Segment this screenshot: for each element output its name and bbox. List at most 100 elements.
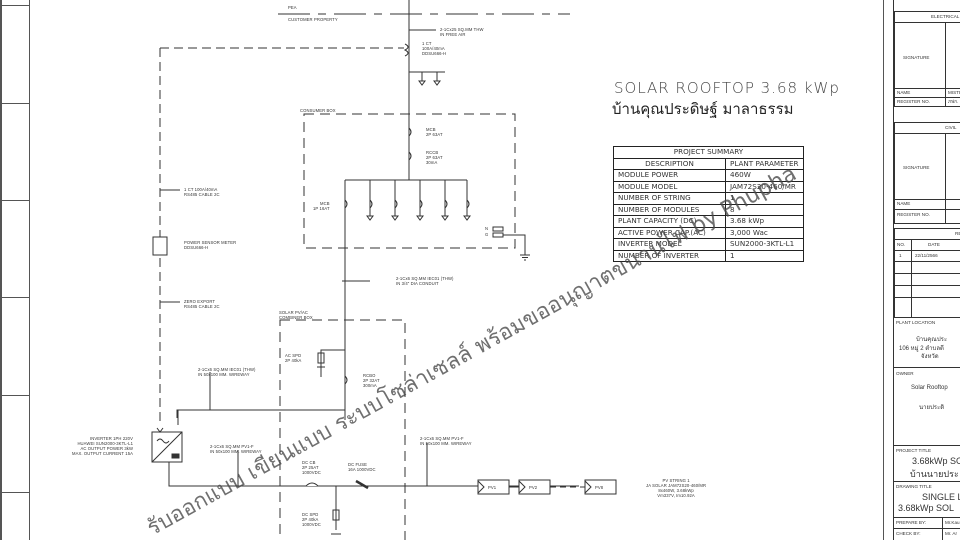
name-label: NAME xyxy=(897,201,911,206)
dc-spd-label: DC SPD 2P 40kA 1000VDC xyxy=(302,512,321,527)
neutral-bar-label: N xyxy=(485,226,489,231)
ground-bar-label: G xyxy=(485,232,489,237)
project-title-line2: บ้านนายประ xyxy=(910,469,959,479)
row-value: JAM72S20-460/MR xyxy=(725,180,804,193)
row-value: SUN2000-3KTL-L1 xyxy=(725,238,804,251)
name-value: MISTER xyxy=(948,90,960,95)
rev-no-header: NO. xyxy=(897,242,906,247)
row-desc: NUMBER OF INVERTER xyxy=(613,249,726,262)
pv-module-1: PV1 xyxy=(488,485,497,490)
project-summary-table: PROJECT SUMMARY DESCRIPTION PLANT PARAME… xyxy=(613,146,804,262)
table-row: PLANT CAPACITY (DC)3.68 kWp xyxy=(613,215,804,228)
pv-module-2: PV2 xyxy=(529,485,538,490)
ac-feeder-label: 2-1Cx6 SQ.MM IEC01 (THW) IN 3/4" DIA CON… xyxy=(396,276,454,286)
pv-module-8: PV8 xyxy=(595,485,604,490)
rcbo-label: RCBO 2P 32AT 300mA xyxy=(363,373,380,388)
mcb-branch-label: MCB 1P 16AT xyxy=(313,201,330,211)
name-label: NAME xyxy=(897,90,911,95)
project-title-line1: 3.68kWp SO xyxy=(912,456,960,466)
frame-tick xyxy=(2,5,29,6)
signature-label: SIGNATURE xyxy=(903,55,930,60)
inverter-dc-cable-label: 2-1Cx6 SQ.MM PV1-F IN 50x100 MM. WIREWAY xyxy=(210,444,262,454)
title-block-outer-border xyxy=(883,0,884,540)
row-desc: MODULE POWER xyxy=(613,169,726,182)
inverter-info-label: INVERTER 1PH 220V HUAWEI SUN2000-3KTL-L1… xyxy=(72,436,134,456)
project-title-label: PROJECT TITLE xyxy=(896,448,932,453)
civil-signature-box: CIVIL SIGNATURE NAME REGISTER NO. xyxy=(894,122,960,224)
row-value: 8 xyxy=(725,203,804,216)
summary-title: PROJECT SUMMARY xyxy=(613,146,804,159)
summary-header-parameter: PLANT PARAMETER xyxy=(725,157,804,170)
mcb-main-label: MCB 2P 63AT xyxy=(426,127,443,137)
owner-line2: นายประดิ xyxy=(919,405,945,411)
project-title-en: SOLAR ROOFTOP 3.68 kWp xyxy=(614,79,840,97)
electrical-header: ELECTRICAL xyxy=(931,14,960,19)
rev-no-value: 1 xyxy=(899,253,902,258)
row-value: 3.68 kWp xyxy=(725,215,804,228)
dc-cb-label: DC CB 2P 25AT 1000VDC xyxy=(302,460,321,475)
inverter-ac-cable-label: 2-1Cx6 SQ.MM IEC01 (THW) IN 50x100 MM. W… xyxy=(198,367,256,377)
project-title-th: บ้านคุณประดิษฐ์ มาลาธรรม xyxy=(612,100,794,118)
combiner-box-label: SOLAR PV/AC COMBINER BOX xyxy=(279,310,313,320)
rev-date-header: DATE xyxy=(928,242,940,247)
consumer-box-label: CONSUMER BOX xyxy=(300,108,336,113)
pv-string-label: PV STRING 1 JA SOLAR JAM72S20-460/MR 8x4… xyxy=(646,478,707,498)
check-by-value: Mr. Ar xyxy=(945,531,957,536)
prepare-by-label: PREPARE BY: xyxy=(896,520,927,525)
pv-cable-label: 2-1Cx6 SQ.MM PV1-F IN 50x100 MM. WIREWAY xyxy=(420,436,472,446)
row-desc: PLANT CAPACITY (DC) xyxy=(613,215,726,228)
table-row: ACTIVE POWER CAP.(AC)3,000 Wac xyxy=(613,226,804,239)
revision-table: REVISION NO. DATE 1 22/11/2566 xyxy=(894,228,960,318)
service-cable-label: 2-1Cx25 SQ.MM THW IN FREE AIR xyxy=(440,27,484,37)
row-desc: NUMBER OF MODULES xyxy=(613,203,726,216)
dc-fuse-label: DC FUSE 16A 1000VDC xyxy=(348,462,376,472)
check-by-label: CHECK BY: xyxy=(896,531,921,536)
frame-tick xyxy=(2,200,29,201)
customer-property-label: CUSTOMER PROPERTY xyxy=(288,17,338,22)
ct-main-label: 1 CT 100A/40mA DDSU666-H xyxy=(422,41,447,56)
plant-location-line3: จังหวัด xyxy=(921,354,939,360)
summary-header-description: DESCRIPTION xyxy=(613,157,726,170)
rccb-label: RCCB 2P 63AT 30mA xyxy=(426,150,443,165)
row-value: 1 xyxy=(725,249,804,262)
plant-location-line2: 106 หมู่ 2 ตำบลดี xyxy=(899,346,944,352)
electrical-signature-box: ELECTRICAL SIGNATURE NAME MISTER REGISTE… xyxy=(894,11,960,107)
row-value: 1 xyxy=(725,192,804,205)
signature-label: SIGNATURE xyxy=(903,165,930,170)
pea-label: PEA xyxy=(288,5,297,10)
ct-rs485-label: 1 CT 100A/40mA RS485 CABLE 2C xyxy=(184,187,220,197)
frame-tick xyxy=(2,395,29,396)
revision-header: REVISION xyxy=(955,231,960,236)
owner-line1: Solar Rooftop xyxy=(911,385,948,391)
zero-export-label: ZERO EXPORT RS485 CABLE 2C xyxy=(184,299,220,309)
row-value: 3,000 Wac xyxy=(725,226,804,239)
plant-location-line1: บ้านคุณประ xyxy=(916,337,948,343)
drawing-frame-left xyxy=(0,0,30,540)
frame-tick xyxy=(2,492,29,493)
owner-label: OWNER xyxy=(896,371,914,376)
power-meter-label: POWER SENSOR METER DDSU666-H xyxy=(184,240,237,250)
title-block: ELECTRICAL SIGNATURE NAME MISTER REGISTE… xyxy=(893,0,960,540)
civil-header: CIVIL xyxy=(945,125,957,130)
row-desc: MODULE MODEL xyxy=(613,180,726,193)
drawing-title-line1: SINGLE LI xyxy=(922,492,960,502)
row-desc: NUMBER OF STRING xyxy=(613,192,726,205)
register-no-value: ภฟก. xyxy=(948,99,959,104)
row-value: 460W xyxy=(725,169,804,182)
rev-date-value: 22/11/2566 xyxy=(915,253,938,258)
frame-tick xyxy=(2,297,29,298)
register-no-label: REGISTER NO. xyxy=(897,212,930,217)
frame-tick xyxy=(2,103,29,104)
register-no-label: REGISTER NO. xyxy=(897,99,930,104)
plant-location-label: PLANT LOCATION xyxy=(896,320,936,325)
drawing-title-line2: 3.68kWp SOL xyxy=(898,503,955,513)
row-desc: INVERTER MODEL xyxy=(613,238,726,251)
ac-spd-label: AC SPD 2P 40kA xyxy=(285,353,302,363)
